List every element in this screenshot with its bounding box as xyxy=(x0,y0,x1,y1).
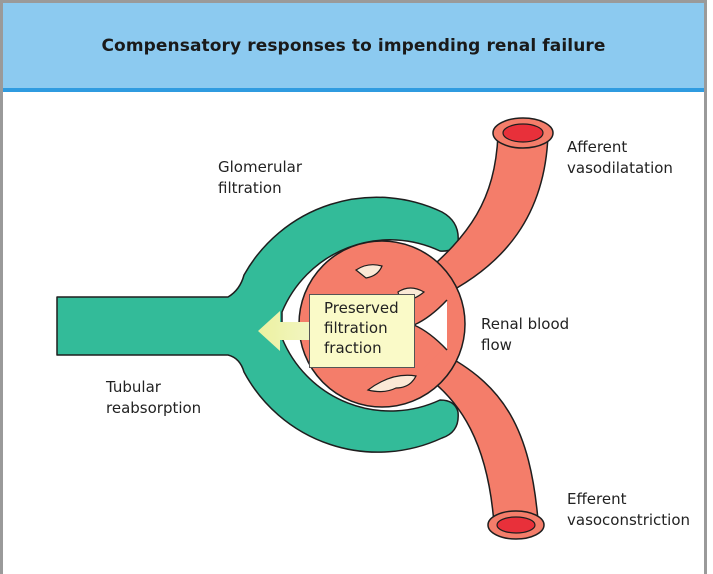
preserved-filtration-fraction-box: Preserved filtration fraction xyxy=(309,294,415,368)
figure-title: Compensatory responses to impending rena… xyxy=(101,35,606,56)
podocyte-top-a xyxy=(354,264,383,279)
label-efferent-vasoconstriction: Efferent vasoconstriction xyxy=(567,490,691,529)
label-renal-blood-flow: Renal blood flow xyxy=(481,315,570,354)
label-afferent-vasodilatation: Afferent vasodilatation xyxy=(567,138,673,177)
filtration-arrow xyxy=(258,311,340,351)
label-glomerular-filtration: Glomerular filtration xyxy=(218,158,303,197)
podocyte-bottom xyxy=(366,374,417,393)
title-bar: Compensatory responses to impending rena… xyxy=(3,3,704,92)
label-tubular-reabsorption: Tubular reabsorption xyxy=(106,378,202,417)
